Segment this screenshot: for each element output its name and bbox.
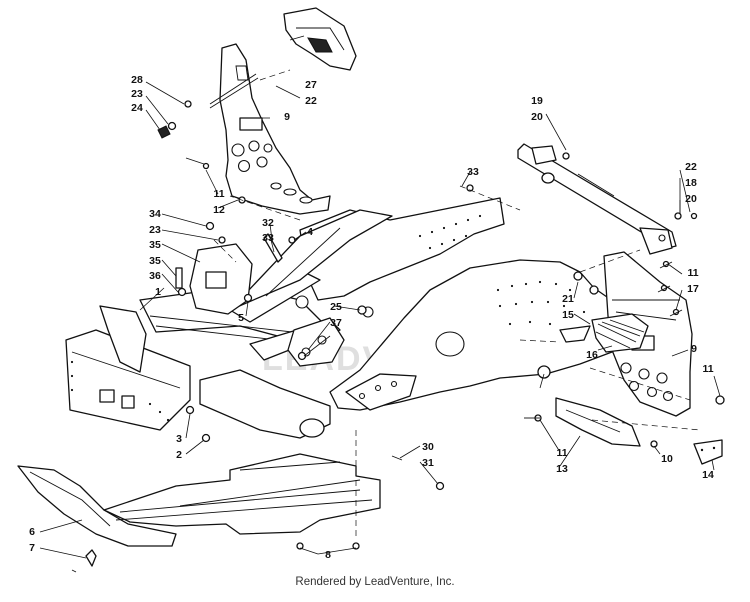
- callout-15: 15: [562, 309, 574, 321]
- steering-post-assembly: [517, 143, 677, 255]
- leader-lines: [39, 81, 721, 559]
- callout-30: 33: [262, 232, 274, 244]
- callout-18: 18: [685, 177, 697, 189]
- callout-34: 35: [149, 255, 161, 267]
- callout-20-top: 20: [531, 111, 543, 123]
- callout-1: 1: [155, 286, 161, 298]
- callout-11-far-right: 11: [702, 363, 713, 375]
- callout-10: 10: [661, 453, 673, 465]
- callout-26: 28: [131, 74, 143, 86]
- callout-24-top: 24: [131, 102, 143, 114]
- callout-23-mid: 23: [149, 224, 161, 236]
- callout-21: 21: [562, 293, 574, 305]
- callout-17: 17: [687, 283, 699, 295]
- callout-29: 32: [262, 217, 274, 229]
- main-tunnel-frame: [65, 197, 627, 439]
- frame-rivets: [70, 214, 602, 422]
- callout-11-bottom: 11: [556, 447, 567, 459]
- callout-labels: 28 23 24 27 22 9 11 12 34 23 35 35 36 1 …: [29, 74, 714, 561]
- corner-mark: [71, 569, 77, 573]
- belly-pan: [103, 453, 381, 535]
- callout-20-right: 20: [685, 193, 697, 205]
- callout-19: 19: [531, 95, 543, 107]
- callout-12: 12: [213, 204, 225, 216]
- callout-11-right: 11: [687, 267, 698, 279]
- callout-23-top: 23: [131, 88, 143, 100]
- front-skid-plate-part-6: [17, 465, 177, 547]
- callout-28: 31: [422, 457, 434, 469]
- bracket-part-15: [559, 325, 591, 343]
- grip-plate-part-16: [591, 313, 649, 353]
- callout-9-right: 9: [691, 343, 697, 355]
- callout-32: 34: [149, 208, 161, 220]
- callout-9-top: 9: [284, 111, 290, 123]
- callout-22-top: 22: [305, 95, 317, 107]
- footer-credit: Rendered by LeadVenture, Inc.: [295, 576, 455, 588]
- callout-22-right: 22: [685, 161, 697, 173]
- fasteners: [85, 100, 725, 567]
- callout-24-mid: 25: [330, 301, 342, 313]
- steering-support-bracket: [209, 43, 331, 215]
- callout-7: 7: [29, 542, 35, 554]
- callout-31: 33: [467, 166, 479, 178]
- callout-13: 13: [556, 463, 568, 475]
- callout-14: 14: [702, 469, 714, 481]
- callout-2: 2: [176, 449, 182, 461]
- callout-35-mid: 37: [330, 317, 342, 329]
- rear-bracket-part-13: [555, 397, 641, 447]
- callout-4: 4: [307, 226, 313, 238]
- callout-3: 3: [176, 433, 182, 445]
- callout-16: 16: [586, 349, 598, 361]
- callout-27: 30: [422, 441, 434, 453]
- callout-5: 5: [238, 312, 244, 324]
- callout-11-top: 11: [213, 188, 224, 200]
- callout-6: 6: [29, 526, 35, 538]
- callout-33: 35: [149, 239, 161, 251]
- callout-35-left: 36: [149, 270, 161, 282]
- strip-part-14: [693, 439, 723, 465]
- assembly-lines: [213, 69, 701, 540]
- callout-25: 27: [305, 79, 317, 91]
- callout-8: 8: [325, 549, 331, 561]
- steering-cover-part-25: [283, 7, 357, 71]
